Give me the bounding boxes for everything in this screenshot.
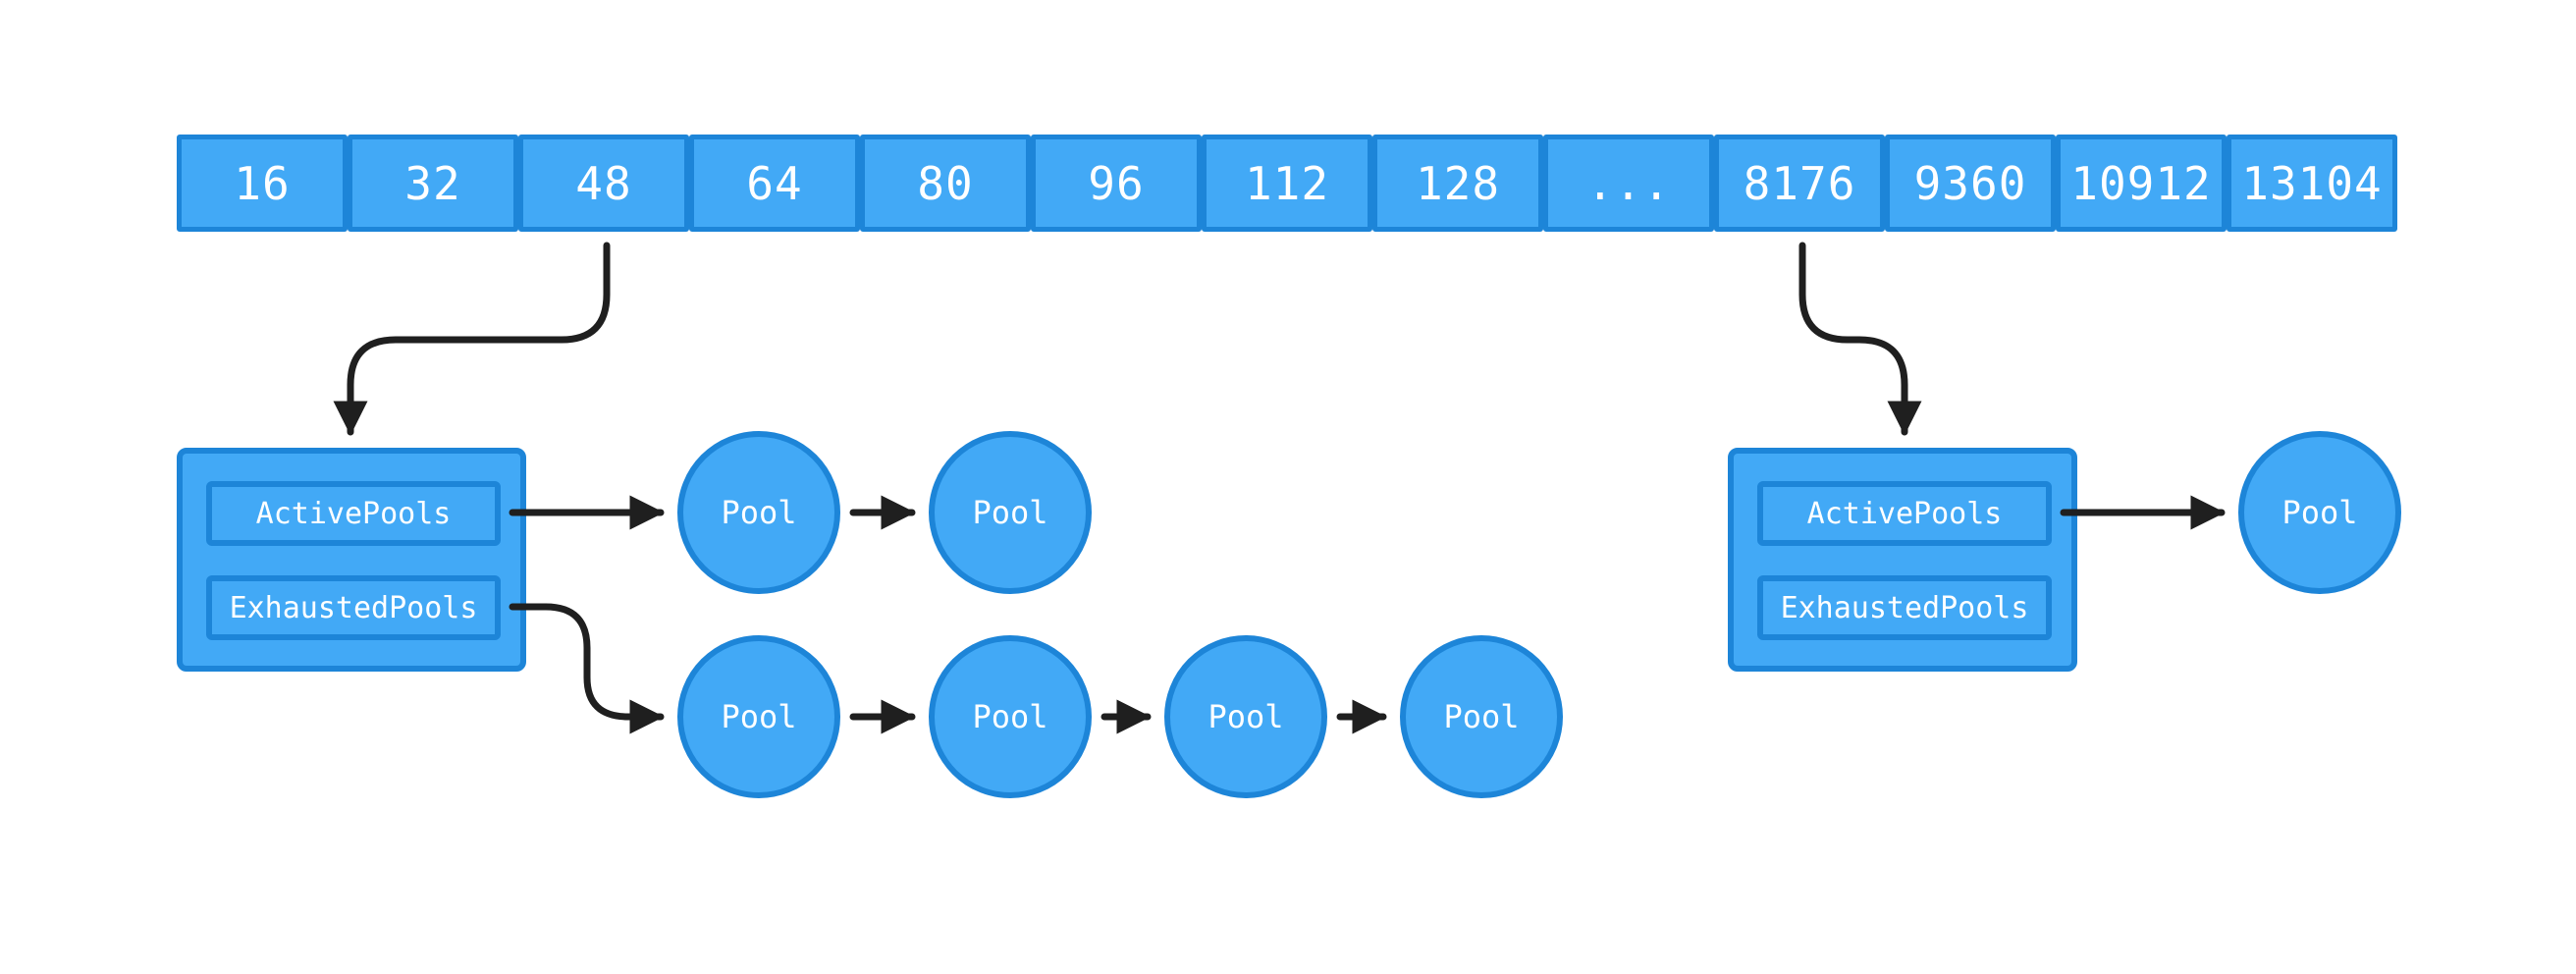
size-class-cell: ... xyxy=(1543,135,1714,232)
size-class-struct-right: ActivePools ExhaustedPools xyxy=(1728,448,2077,672)
pool-node: Pool xyxy=(929,635,1092,798)
pointer-arrow xyxy=(333,242,611,436)
pool-node: Pool xyxy=(929,431,1092,594)
size-class-cell: 64 xyxy=(689,135,860,232)
size-class-cell: 8176 xyxy=(1714,135,1885,232)
size-class-cell: 32 xyxy=(348,135,518,232)
size-class-cell: 10912 xyxy=(2056,135,2227,232)
size-class-cell: 96 xyxy=(1031,135,1202,232)
exhausted-pools-label: ExhaustedPools xyxy=(206,575,501,640)
size-class-struct-left: ActivePools ExhaustedPools xyxy=(177,448,526,672)
pool-node: Pool xyxy=(677,635,840,798)
pointer-arrow xyxy=(1798,242,1922,436)
active-pools-label: ActivePools xyxy=(1757,481,2052,546)
pool-node: Pool xyxy=(677,431,840,594)
size-class-cell: 16 xyxy=(177,135,348,232)
size-class-cell: 13104 xyxy=(2227,135,2397,232)
size-class-cell: 112 xyxy=(1202,135,1372,232)
pool-node: Pool xyxy=(2238,431,2401,594)
size-class-cell: 128 xyxy=(1372,135,1543,232)
exhausted-pools-label: ExhaustedPools xyxy=(1757,575,2052,640)
pool-node: Pool xyxy=(1400,635,1563,798)
pool-node: Pool xyxy=(1164,635,1327,798)
link-arrow xyxy=(509,603,665,734)
size-class-cell: 48 xyxy=(518,135,689,232)
active-pools-label: ActivePools xyxy=(206,481,501,546)
size-class-cell: 80 xyxy=(860,135,1031,232)
size-class-cell: 9360 xyxy=(1885,135,2056,232)
